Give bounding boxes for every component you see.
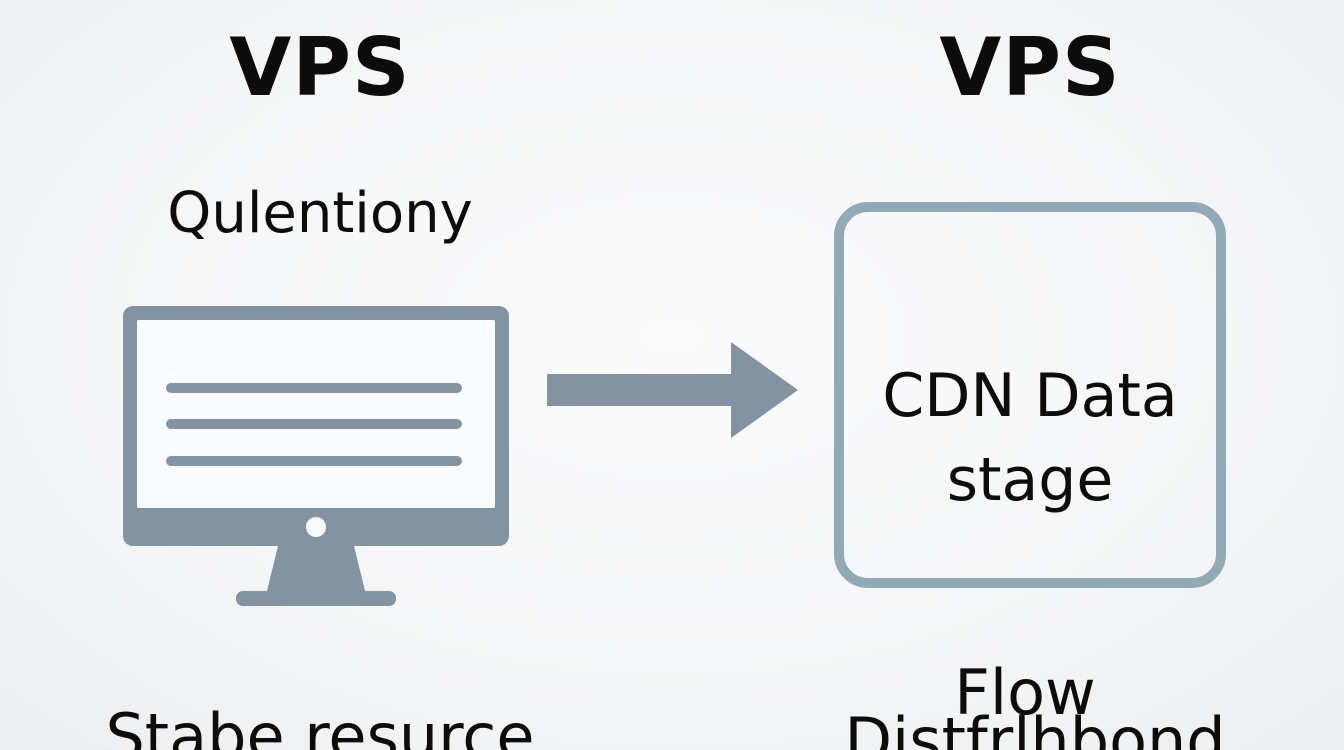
cdn-box-label: CDN Data stage <box>882 361 1178 515</box>
right-arrow-icon <box>547 342 798 438</box>
right-bottom-label-line1: Flow <box>954 656 1096 729</box>
monitor-line-3 <box>166 456 462 466</box>
right-heading: VPS <box>939 21 1121 114</box>
monitor-screen <box>137 320 495 508</box>
cdn-box: CDN Data stage <box>834 202 1226 588</box>
monitor-base <box>236 591 396 606</box>
left-subtitle: Qulentiony <box>167 181 473 246</box>
right-bottom-label-line2: Distfrlhbond <box>844 704 1226 750</box>
computer-monitor-icon <box>123 306 509 606</box>
monitor-line-1 <box>166 383 462 393</box>
left-bottom-label: Stabe resurce <box>105 700 535 750</box>
left-heading: VPS <box>229 21 411 114</box>
monitor-power-dot <box>306 517 326 537</box>
monitor-line-2 <box>166 419 462 429</box>
monitor-stand <box>266 546 366 595</box>
